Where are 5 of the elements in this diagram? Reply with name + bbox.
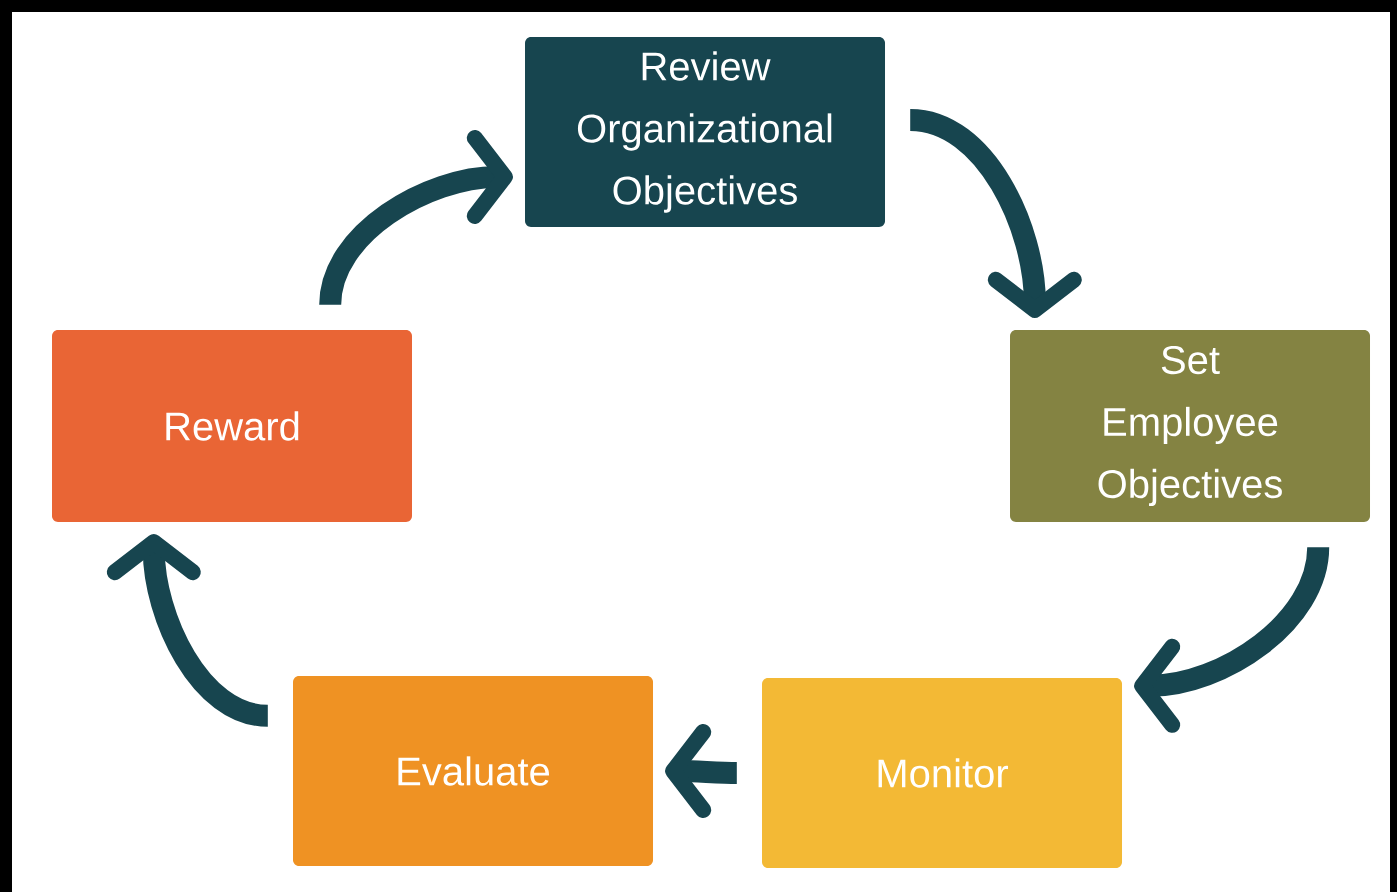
process-box: Evaluate [293,676,653,866]
process-box: Set Employee Objectives [1010,330,1370,522]
process-box: Reward [52,330,412,522]
process-box: Monitor [762,678,1122,868]
process-box: Review Organizational Objectives [525,37,885,227]
